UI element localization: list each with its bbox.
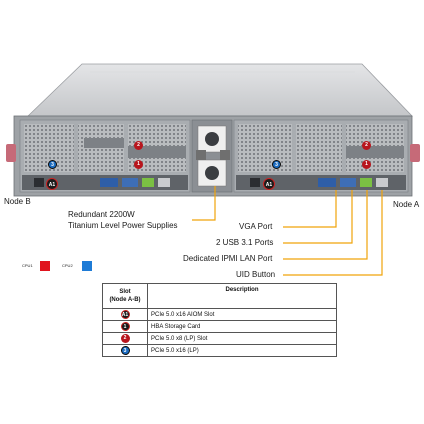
node-b-label: Node B (4, 197, 31, 206)
usb-ports-label: 2 USB 3.1 Ports (216, 238, 274, 247)
table-row: 3 PCIe 5.0 x16 (LP) (102, 344, 337, 357)
slot-badge-3: 3 (120, 345, 130, 355)
badge-a1-node-b: A1 (46, 178, 58, 190)
slot-badge-1: 1 (120, 321, 130, 331)
power-supply-bay (191, 119, 233, 193)
node-b-module (6, 119, 191, 193)
badge-slot-1-node-b: 1 (134, 160, 143, 169)
cpu1-legend-label: CPU1 (22, 263, 33, 268)
slot-badge-a1: A1 (120, 309, 130, 319)
node-a-module (233, 119, 420, 193)
psu-label-line-2: Titanium Level Power Supplies (68, 221, 178, 230)
node-a-label: Node A (393, 200, 420, 209)
slot-description: PCIe 5.0 x16 (LP) (147, 344, 337, 357)
slot-column-header: Slot (Node A-B) (102, 283, 148, 309)
ipmi-lan-port-label: Dedicated IPMI LAN Port (183, 254, 273, 263)
slot-description: PCIe 5.0 x8 (LP) Slot (147, 332, 337, 345)
badge-slot-2-node-a: 2 (362, 141, 371, 150)
slot-header-line-2: (Node A-B) (109, 297, 141, 303)
table-row: 1 HBA Storage Card (102, 320, 337, 333)
vga-port-label: VGA Port (239, 222, 273, 231)
description-column-header: Description (147, 283, 337, 309)
cpu2-legend-label: CPU2 (62, 263, 73, 268)
chassis-rear-view (6, 63, 420, 197)
slot-header-line-1: Slot (119, 289, 131, 295)
badge-slot-3-node-b: 3 (48, 160, 57, 169)
table-row: A1 PCIe 5.0 x16 AIOM Slot (102, 308, 337, 321)
psu-label-line-1: Redundant 2200W (68, 210, 135, 219)
table-header-row: Slot (Node A-B) Description (102, 283, 337, 309)
slot-badge-2: 2 (120, 333, 130, 343)
badge-slot-3-node-a: 3 (272, 160, 281, 169)
cpu1-legend-swatch (40, 261, 50, 271)
badge-slot-1-node-a: 1 (362, 160, 371, 169)
badge-slot-2-node-b: 2 (134, 141, 143, 150)
badge-a1-node-a: A1 (263, 178, 275, 190)
slot-description: PCIe 5.0 x16 AIOM Slot (147, 308, 337, 321)
cpu2-legend-swatch (82, 261, 92, 271)
callout-line-uid (283, 190, 383, 276)
uid-button-label: UID Button (236, 270, 276, 279)
slot-description: HBA Storage Card (147, 320, 337, 333)
callout-line-ipmi (283, 190, 368, 260)
table-row: 2 PCIe 5.0 x8 (LP) Slot (102, 332, 337, 345)
slot-description-table: Slot (Node A-B) Description A1 PCIe 5.0 … (102, 283, 337, 357)
